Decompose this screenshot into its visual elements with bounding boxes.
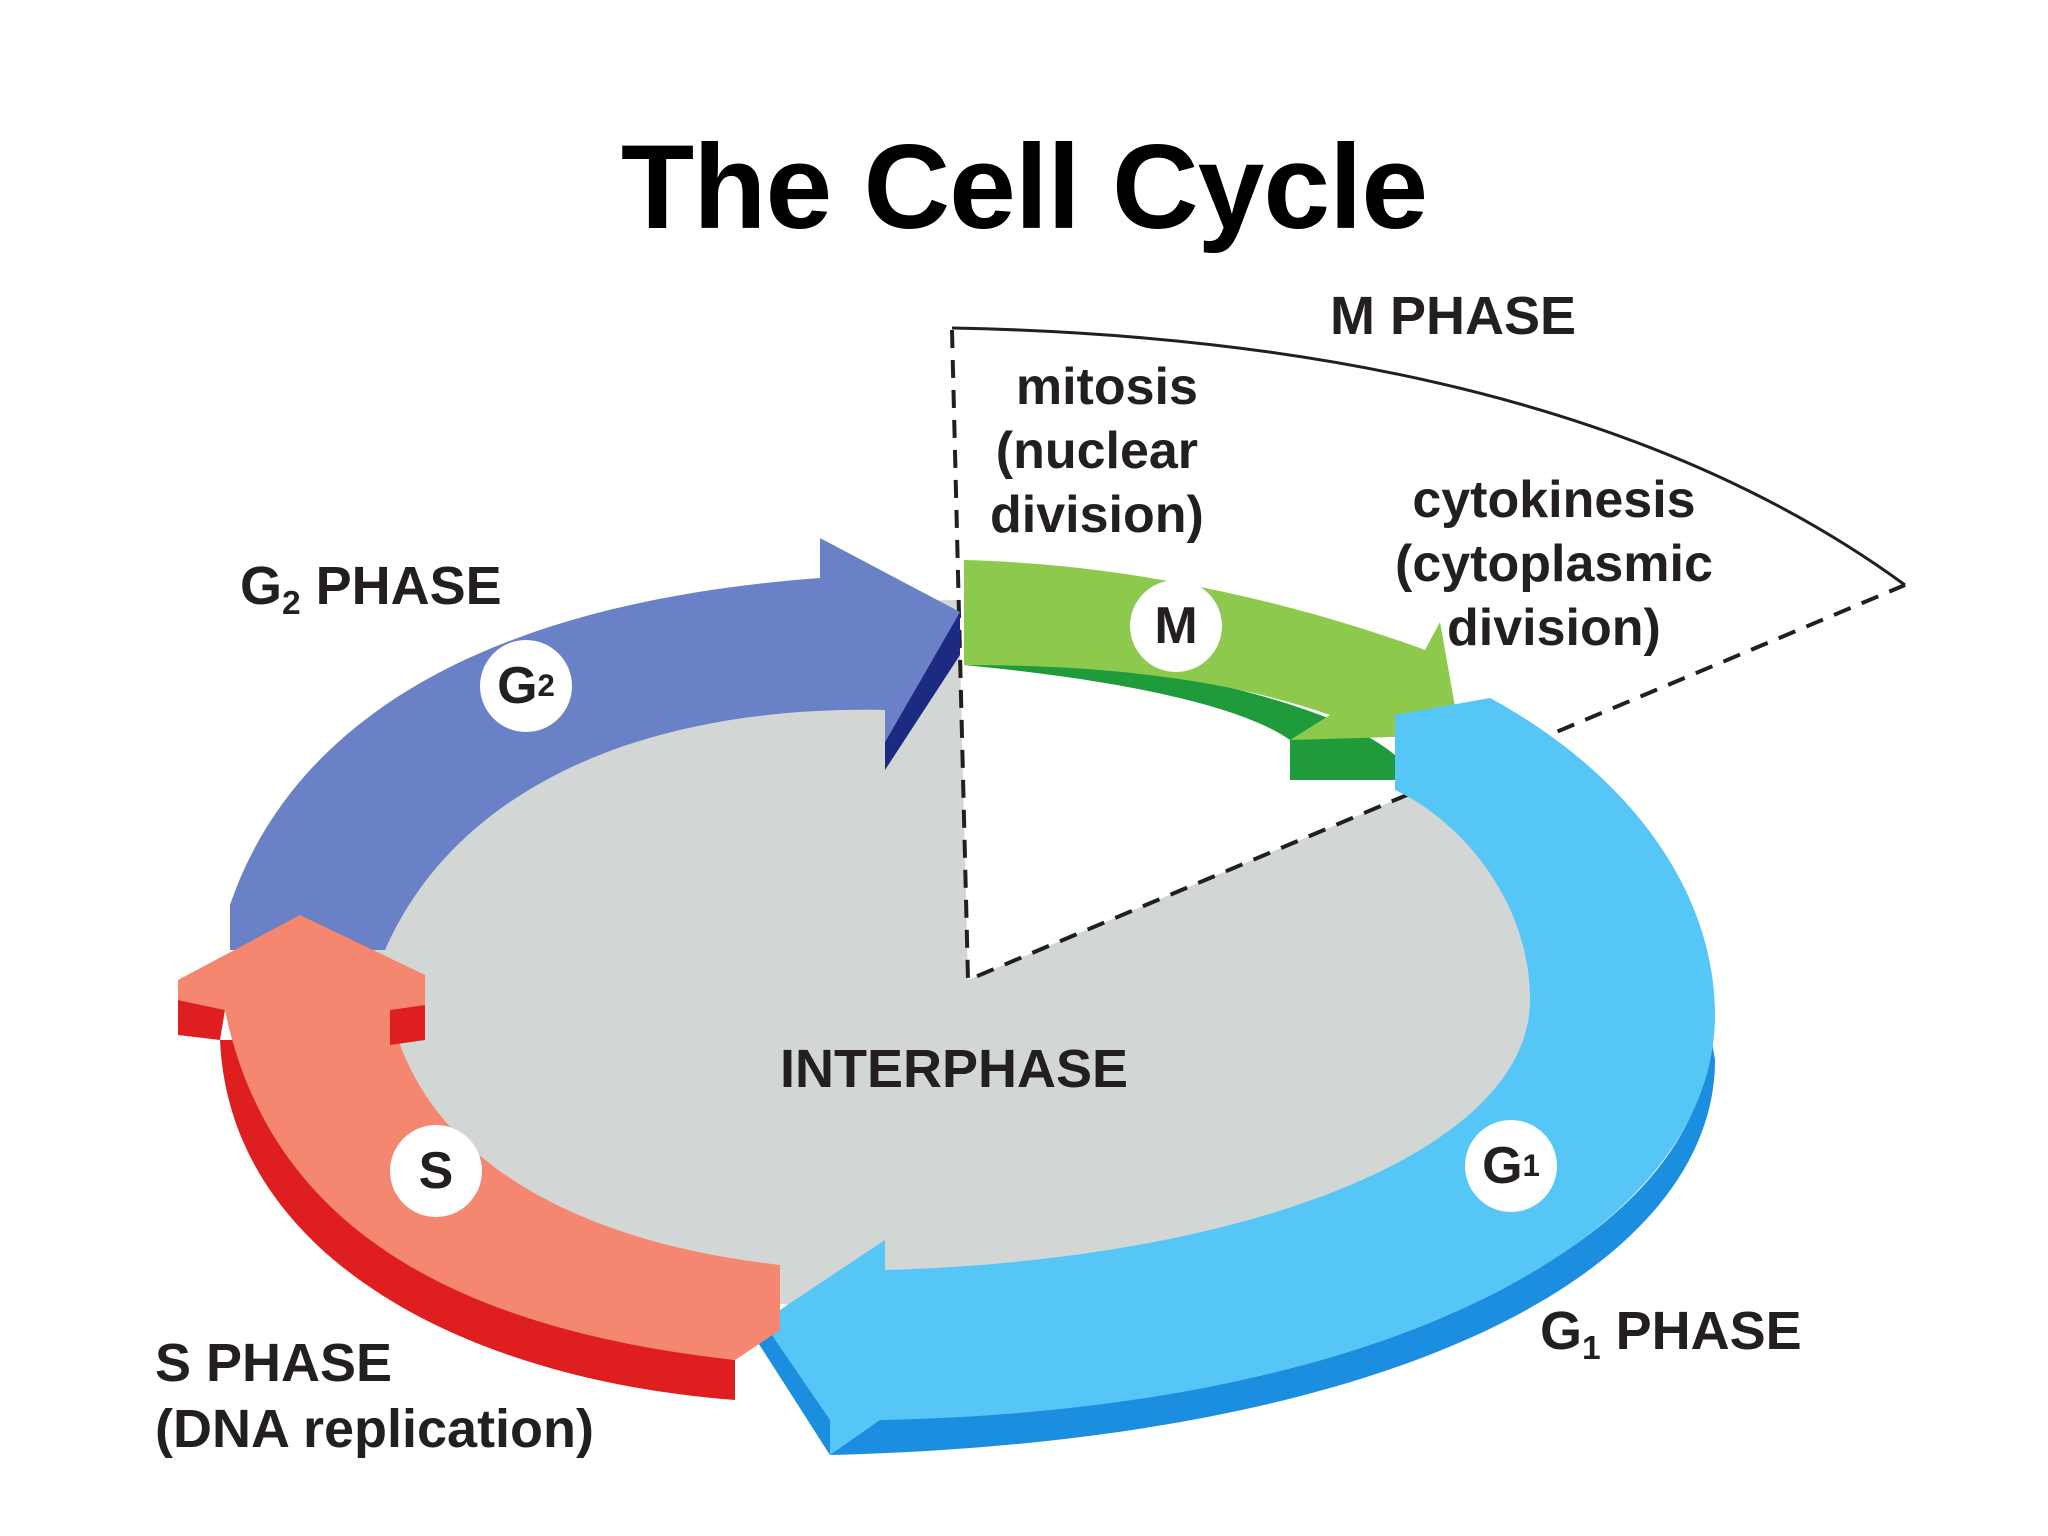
s-arrow-top <box>178 915 780 1360</box>
s-arrow-head-side <box>178 1000 425 1045</box>
g2-arrow-top <box>230 538 960 950</box>
mitosis-line-1: mitosis <box>1015 358 1198 416</box>
mitosis-line-3: division) <box>990 486 1204 544</box>
s-badge: S <box>390 1125 482 1217</box>
cytokinesis-label: cytokinesis (cytoplasmic division) <box>1395 468 1713 660</box>
g2-phase-sub: 2 <box>282 585 301 623</box>
m-arrow-side <box>964 640 1395 780</box>
cytokinesis-line-2: (cytoplasmic <box>1395 535 1713 593</box>
g1-phase-prefix: G <box>1540 1301 1583 1361</box>
g2-badge-sub: 2 <box>537 668 555 703</box>
mitosis-line-2: (nuclear <box>995 422 1199 480</box>
m-phase-arc <box>951 326 1906 587</box>
g2-phase-prefix: G <box>240 556 283 616</box>
g1-arrow-top <box>750 698 1715 1455</box>
g1-badge-letter: G <box>1482 1137 1523 1195</box>
g1-phase-sub: 1 <box>1582 1330 1601 1368</box>
g2-arrow-head-side <box>885 612 960 770</box>
g1-phase-suffix: PHASE <box>1600 1301 1802 1361</box>
m-phase-label: M PHASE <box>1330 286 1577 346</box>
m-phase-wedge-boundary <box>950 329 1906 983</box>
s-phase-line-1: S PHASE <box>155 1333 393 1393</box>
interphase-label: INTERPHASE <box>780 1039 1129 1099</box>
page-title: The Cell Cycle <box>620 120 1428 254</box>
g2-phase-label: G2 PHASE <box>240 555 502 623</box>
g2-badge-letter: G <box>497 657 538 715</box>
g2-phase-suffix: PHASE <box>300 556 502 616</box>
s-phase-line-2: (DNA replication) <box>155 1399 595 1459</box>
cytokinesis-line-1: cytokinesis <box>1412 471 1696 529</box>
s-phase-label: S PHASE (DNA replication) <box>155 1330 594 1462</box>
g1-phase-label: G1 PHASE <box>1540 1300 1802 1368</box>
mitosis-label: mitosis (nuclear division) <box>990 355 1204 547</box>
cytokinesis-line-3: division) <box>1447 599 1661 657</box>
m-badge: M <box>1130 580 1222 672</box>
g1-arrow-head-side <box>750 1325 830 1455</box>
g1-badge-sub: 1 <box>1522 1148 1540 1183</box>
